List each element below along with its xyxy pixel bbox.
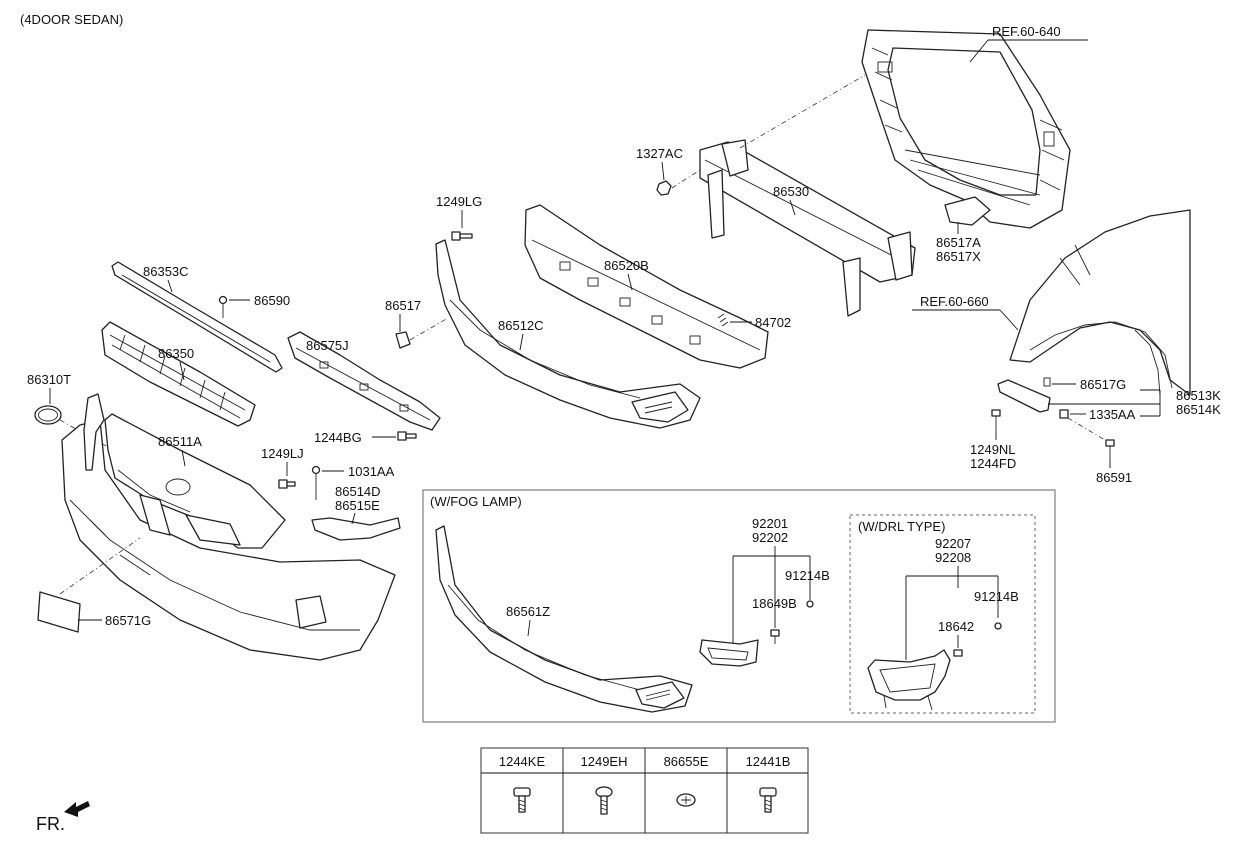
side-bracket-drawing [311,517,401,541]
ref-60-640-label: REF.60-640 [992,24,1061,39]
grille-frame-drawing [104,413,286,549]
part-86513K-label: 86513K [1176,388,1221,403]
part-1335AA-label: 1335AA [1089,407,1136,422]
clip-icon [806,600,814,608]
part-86530-label: 86530 [773,184,809,199]
front-bumper-cover-drawing [61,393,396,661]
part-86515E-label: 86515E [335,498,380,513]
part-1249LJ-label: 1249LJ [261,446,304,461]
drl-lamp-drawing [867,649,951,711]
bolt-icon [278,479,296,489]
part-86517A-label: 86517A [936,235,981,250]
front-direction-label: FR. [36,814,65,834]
bolt-icon [991,409,1001,432]
tape-icon [717,313,729,327]
kia-emblem-icon [34,405,62,425]
fastener-table: 1244KE 1249EH 86655E 12441B [480,747,809,834]
nut-icon [656,180,672,196]
clip-icon [994,622,1002,630]
part-86517X-label: 86517X [936,249,981,264]
drl-inset-box [849,514,1036,714]
part-92201-label: 92201 [752,516,788,531]
ref-60-660-label: REF.60-660 [920,294,989,309]
screw-icon [218,295,228,318]
clip-icon [311,465,321,500]
front-bumper-lower-drawing [435,239,701,429]
upper-bracket-drawing [287,331,441,431]
part-86517-label: 86517 [385,298,421,313]
drl-inset-title: (W/DRL TYPE) [858,519,945,534]
fastener-col-12441B: 12441B [746,754,791,769]
screw-icon [1105,439,1115,460]
screw-icon [770,629,780,644]
part-91214B-b-label: 91214B [974,589,1019,604]
part-86514D-label: 86514D [335,484,381,499]
side-support-bracket-drawing [997,377,1051,413]
fog-bumper-lower-drawing [435,525,693,713]
bolt-icon [451,231,473,241]
fastener-col-86655E: 86655E [664,754,709,769]
fastener-col-1244KE: 1244KE [499,754,546,769]
screw-icon [953,649,963,657]
part-86517G-label: 86517G [1080,377,1126,392]
fog-lamp-inset-title: (W/FOG LAMP) [430,494,522,509]
fog-lamp-inset-box [422,489,1056,723]
part-86350-label: 86350 [158,346,194,361]
part-91214B-a-label: 91214B [785,568,830,583]
part-86514K-label: 86514K [1176,402,1221,417]
part-86591-label: 86591 [1096,470,1132,485]
part-92207-label: 92207 [935,536,971,551]
part-1249LG-label: 1249LG [436,194,482,209]
part-86571G-label: 86571G [105,613,151,628]
bolt-icon [397,431,417,441]
fastener-col-1249EH: 1249EH [581,754,628,769]
nut-icon [1059,409,1069,419]
screw-icon [513,787,531,813]
fog-lamp-drawing [699,639,759,667]
part-1327AC-label: 1327AC [636,146,683,161]
radiator-support-drawing [861,29,1071,229]
part-86353C-label: 86353C [143,264,189,279]
part-92202-label: 92202 [752,530,788,545]
part-1244FD-label: 1244FD [970,456,1016,471]
part-1031AA-label: 1031AA [348,464,395,479]
clip-icon [395,331,411,349]
fender-drawing [1009,209,1191,396]
front-direction-arrow-icon [64,801,90,817]
bumper-beam-drawing [699,139,916,317]
part-86561Z-label: 86561Z [506,604,550,619]
part-86520B-label: 86520B [604,258,649,273]
part-86511A-label: 86511A [158,434,202,449]
part-1244BG-label: 1244BG [314,430,362,445]
grille-upper-drawing [111,261,283,373]
part-18642-label: 18642 [938,619,974,634]
tapping-screw-icon [759,787,777,813]
part-86590-label: 86590 [254,293,290,308]
part-92208-label: 92208 [935,550,971,565]
part-1249NL-label: 1249NL [970,442,1016,457]
bolt-icon [595,786,613,815]
clip-icon [676,793,696,807]
license-plate-bracket-drawing [37,591,81,633]
part-86575J-label: 86575J [306,338,349,353]
part-86512C-label: 86512C [498,318,544,333]
part-84702-label: 84702 [755,315,791,330]
variant-title: (4DOOR SEDAN) [20,12,123,27]
energy-absorber-drawing [524,204,769,369]
part-86310T-label: 86310T [27,372,71,387]
grille-mesh-drawing [101,321,256,427]
part-18649B-label: 18649B [752,596,797,611]
